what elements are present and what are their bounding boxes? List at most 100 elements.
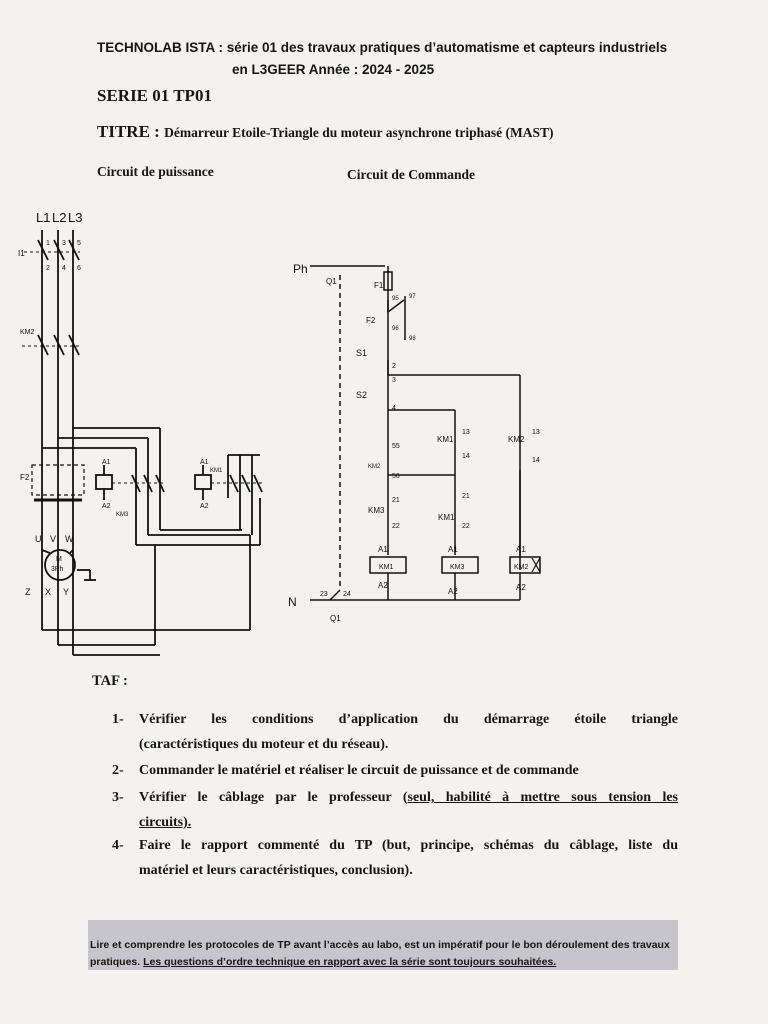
label-km1-nc: KM1: [438, 513, 455, 522]
label-a2: A2: [448, 587, 458, 596]
taf-item-text: Vérifier les conditions d’application du…: [139, 712, 678, 727]
serie-title: SERIE 01 TP01: [97, 86, 212, 105]
term: 3: [392, 377, 396, 384]
term: 4: [392, 405, 396, 412]
control-circuit-labels: Ph N Q1 Q1 F1 F2 S1 S2 KM1 KM2 KM2 KM3 K…: [288, 262, 540, 623]
motor-u: U: [35, 534, 42, 544]
coil-km3: KM3: [450, 564, 465, 571]
titre-label: TITRE :: [97, 122, 165, 141]
power-circuit: [22, 230, 263, 656]
coil-km1: KM1: [379, 564, 394, 571]
term: 13: [532, 429, 540, 436]
taf-item-text: Faire le rapport commenté du TP (but, pr…: [139, 838, 678, 853]
note-underlined: Les questions d’ordre technique en rappo…: [143, 956, 557, 968]
label-km2: KM2: [20, 329, 35, 336]
motor-z: Z: [25, 587, 31, 597]
label-a2: A2: [102, 503, 111, 510]
label-a1: A1: [378, 545, 388, 554]
label-a1: A1: [102, 459, 111, 466]
term: 4: [62, 265, 66, 272]
term: 14: [532, 457, 540, 464]
label-km3: KM3: [116, 512, 129, 518]
term: 3: [62, 240, 66, 247]
label-a1: A1: [448, 545, 458, 554]
label-s2: S2: [356, 390, 367, 400]
term: 56: [392, 473, 400, 480]
power-circuit-label: Circuit de puissance: [97, 164, 214, 179]
term: 22: [462, 523, 470, 530]
header-line-2: en L3GEER Année : 2024 - 2025: [232, 62, 435, 77]
control-circuit-label: Circuit de Commande: [347, 167, 475, 182]
term: 55: [392, 443, 400, 450]
coil-km2: KM2: [514, 564, 529, 571]
motor-x: X: [45, 587, 51, 597]
label-ph: Ph: [293, 262, 308, 276]
label-f1: F1: [374, 281, 384, 290]
control-circuit: [310, 265, 541, 601]
label-f2: F2: [366, 316, 376, 325]
header-line-1: TECHNOLAB ISTA : série 01 des travaux pr…: [97, 40, 668, 55]
term: 1: [46, 240, 50, 247]
taf-item-text-underlined: seul, habilité à mettre sous tension les: [407, 790, 679, 805]
taf-item-text-plain: Vérifier le câblage par le professeur (: [139, 790, 408, 805]
taf-item-number: 4-: [112, 838, 124, 853]
label-f2: F2: [20, 473, 30, 482]
line-l1: L1: [36, 210, 50, 225]
term: 22: [392, 523, 400, 530]
taf-item-text: Vérifier le câblage par le professeur (s…: [139, 785, 678, 810]
taf-item-1: 1- Vérifier les conditions d’application…: [112, 707, 678, 757]
label-n: N: [288, 595, 297, 609]
term: 23: [320, 591, 328, 598]
note-plain: Lire et comprendre les protocoles de TP …: [90, 939, 670, 968]
taf-item-3: 3- Vérifier le câblage par le professeur…: [112, 785, 678, 835]
label-km2-contact: KM2: [508, 435, 525, 444]
line-l3: L3: [68, 210, 82, 225]
label-q1: Q1: [330, 614, 341, 623]
label-km1: KM1: [210, 468, 223, 474]
term: 97: [409, 294, 416, 300]
motor-w: W: [65, 534, 74, 544]
taf-item-text: Commander le matériel et réaliser le cir…: [139, 763, 579, 778]
taf-item-text-underlined: circuits).: [139, 815, 192, 830]
titre: TITRE : Démarreur Etoile-Triangle du mot…: [97, 122, 554, 142]
label-km1-contact: KM1: [437, 435, 454, 444]
term: 24: [343, 591, 351, 598]
wiring-diagrams: L1 L2 L3 I1 1 3 5 2 4 6 KM2 F2 U V W M 3…: [18, 210, 541, 656]
taf-item-number: 1-: [112, 712, 124, 727]
label-a2: A2: [200, 503, 209, 510]
taf-item-number: 3-: [112, 790, 124, 805]
term: 21: [392, 497, 400, 504]
term: 2: [392, 363, 396, 370]
note-box: [88, 920, 678, 970]
line-l2: L2: [52, 210, 66, 225]
power-circuit-labels: L1 L2 L3 I1 1 3 5 2 4 6 KM2 F2 U V W M 3…: [18, 210, 223, 597]
motor-label: 3Ph: [51, 566, 64, 573]
label-q1: Q1: [326, 277, 337, 286]
motor-y: Y: [63, 587, 69, 597]
taf-label: TAF :: [92, 673, 128, 689]
term: 14: [462, 453, 470, 460]
taf-item-text: matériel et leurs caractéristiques, conc…: [139, 863, 413, 878]
term: 21: [462, 493, 470, 500]
label-a1: A1: [200, 459, 209, 466]
motor-label: M: [56, 556, 62, 563]
term: 96: [392, 326, 399, 332]
taf-item-2: 2- Commander le matériel et réaliser le …: [112, 758, 678, 783]
label-q: I1: [18, 249, 25, 258]
label-s1: S1: [356, 348, 367, 358]
label-a1: A1: [516, 545, 526, 554]
term: 95: [392, 296, 399, 302]
taf-item-text: (caractéristiques du moteur et du réseau…: [139, 737, 389, 752]
term: 2: [46, 265, 50, 272]
note: Lire et comprendre les protocoles de TP …: [90, 937, 670, 971]
taf-item-number: 2-: [112, 763, 124, 778]
term: 98: [409, 336, 416, 342]
titre-text: Démarreur Etoile-Triangle du moteur asyn…: [164, 125, 554, 140]
term: 13: [462, 429, 470, 436]
label-a2: A2: [516, 583, 526, 592]
taf-item-4: 4- Faire le rapport commenté du TP (but,…: [112, 833, 678, 883]
label-km2-nc: KM2: [368, 464, 381, 470]
motor-v: V: [50, 534, 56, 544]
label-km3-contact: KM3: [368, 506, 385, 515]
term: 5: [77, 240, 81, 247]
